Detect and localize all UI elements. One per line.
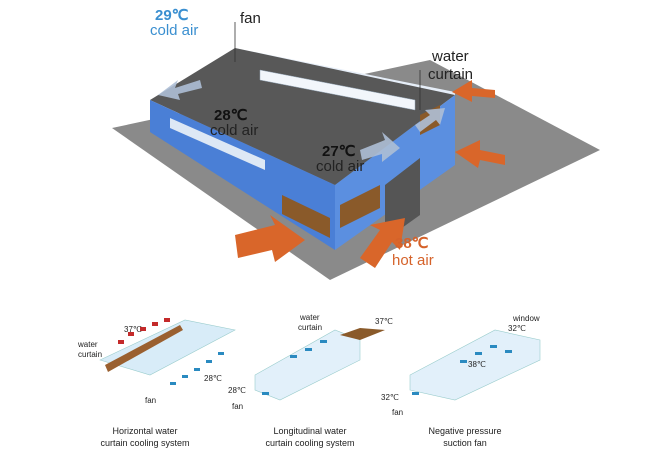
house-outline xyxy=(254,329,361,401)
temp-in: 37℃ xyxy=(124,325,142,334)
hot-air-arrows xyxy=(235,80,505,268)
negative-pressure-system-illustration xyxy=(409,329,541,401)
cold-arrow-icon xyxy=(415,108,445,132)
house-outline xyxy=(409,329,541,401)
water-curtain-pad xyxy=(340,185,380,228)
hot-arrow-icon xyxy=(455,140,505,168)
temp-mid: 38℃ xyxy=(468,360,486,369)
cold-arrow-icon xyxy=(158,80,202,100)
house-outline xyxy=(99,319,236,376)
water-label: water xyxy=(432,48,469,65)
window-strip xyxy=(170,118,265,170)
fan-label: fan xyxy=(232,402,244,411)
curtain-label: curtain xyxy=(78,350,103,359)
hot-air-label: hot air xyxy=(392,252,434,269)
top-temperature: 29℃ xyxy=(155,7,189,24)
temp-in: 37℃ xyxy=(375,317,393,326)
door xyxy=(385,158,420,240)
temp-out: 28℃ xyxy=(204,374,222,383)
longitudinal-system-illustration xyxy=(254,328,385,401)
cold-arrow-icon xyxy=(360,132,400,162)
curtain-label: curtain xyxy=(428,66,474,83)
mid-air-label: cold air xyxy=(210,122,259,139)
horizontal-system-illustration xyxy=(99,318,236,385)
window-strip xyxy=(259,69,416,111)
water-label: water xyxy=(300,313,320,322)
inner-temperature: 27℃ xyxy=(322,143,356,160)
window-label: window xyxy=(513,314,540,323)
top-air-label: cold air xyxy=(150,22,199,39)
fan-label: fan xyxy=(392,408,404,417)
inner-air-label: cold air xyxy=(316,158,365,175)
fan-label: fan xyxy=(145,396,157,405)
hot-arrow-icon xyxy=(235,215,305,262)
mid-temperature: 28℃ xyxy=(214,107,248,124)
water-curtain-pad xyxy=(282,195,330,238)
hot-arrow-icon xyxy=(360,218,405,268)
water-curtain-pad xyxy=(340,328,385,340)
curtain-label: curtain xyxy=(298,323,323,332)
water-curtain-pad xyxy=(105,325,183,372)
cold-air-arrows xyxy=(158,80,445,162)
water-label: water xyxy=(78,340,98,349)
fan-label: fan xyxy=(240,10,261,27)
temp-out: 28℃ xyxy=(228,386,246,395)
temp-window: 32℃ xyxy=(508,324,526,333)
hot-arrow-icon xyxy=(452,80,495,102)
hot-temperature: 38℃ xyxy=(395,235,429,252)
temp-out: 32℃ xyxy=(381,393,399,402)
